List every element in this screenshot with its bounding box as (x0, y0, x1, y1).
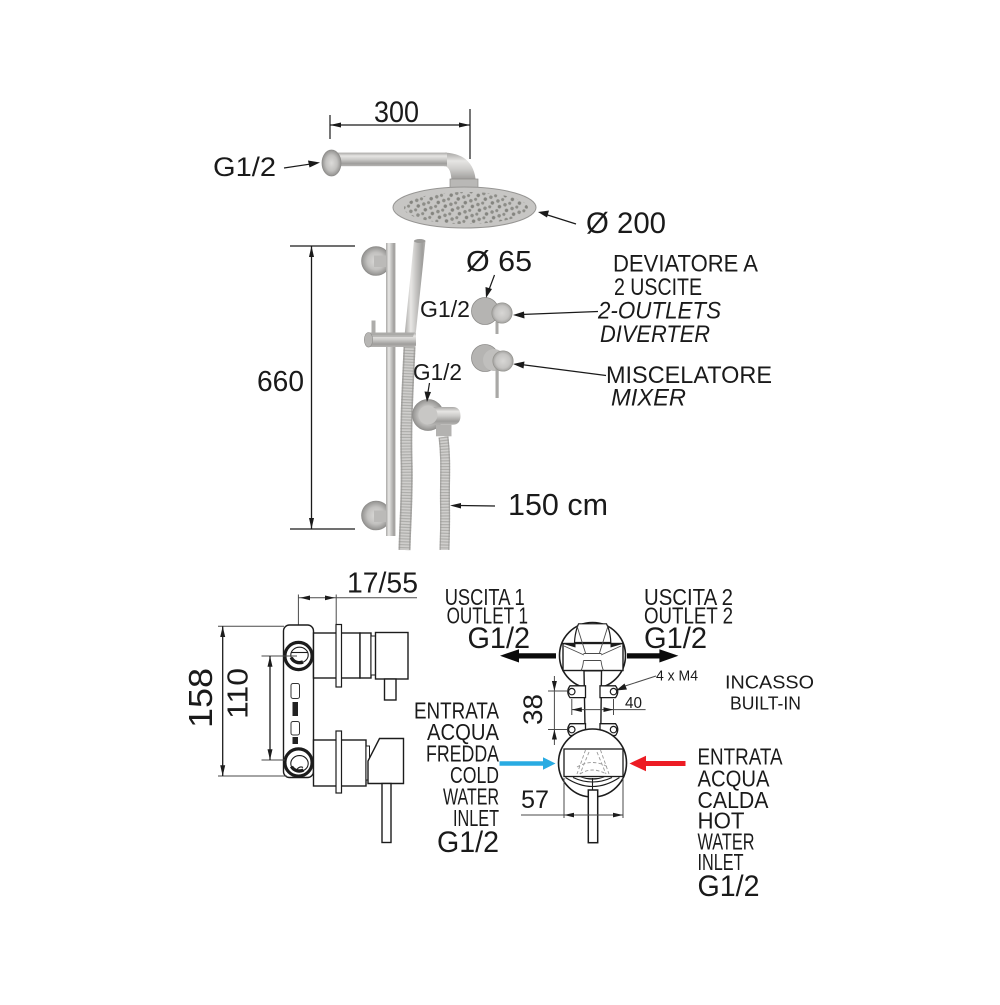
svg-text:38: 38 (518, 694, 548, 725)
svg-text:4 x M4: 4 x M4 (656, 668, 698, 685)
svg-text:57: 57 (521, 786, 549, 814)
svg-text:300: 300 (374, 96, 419, 129)
svg-text:ENTRATA: ENTRATA (698, 744, 784, 770)
svg-text:USCITA 2: USCITA 2 (644, 584, 733, 610)
svg-text:USCITA 1: USCITA 1 (445, 584, 525, 610)
svg-text:Ø 200: Ø 200 (586, 207, 666, 240)
svg-text:CALDA: CALDA (698, 787, 770, 813)
svg-text:DIVERTER: DIVERTER (600, 321, 710, 348)
svg-text:110: 110 (223, 668, 255, 719)
svg-text:OUTLET 1: OUTLET 1 (447, 603, 528, 629)
svg-text:G1/2: G1/2 (698, 870, 760, 903)
svg-text:BUILT-IN: BUILT-IN (730, 693, 801, 714)
svg-text:G1/2: G1/2 (420, 296, 470, 322)
svg-text:ACQUA: ACQUA (698, 766, 771, 792)
svg-text:COLD: COLD (450, 762, 499, 788)
svg-text:158: 158 (182, 668, 219, 728)
svg-text:OUTLET 2: OUTLET 2 (644, 603, 733, 629)
svg-text:MISCELATORE: MISCELATORE (606, 362, 772, 389)
svg-text:G1/2: G1/2 (413, 359, 462, 385)
svg-text:2-OUTLETS: 2-OUTLETS (597, 298, 721, 325)
svg-text:ENTRATA: ENTRATA (414, 698, 500, 724)
svg-text:2 USCITE: 2 USCITE (614, 274, 702, 301)
svg-text:660: 660 (257, 366, 304, 398)
svg-text:G1/2: G1/2 (468, 622, 531, 655)
svg-text:ACQUA: ACQUA (427, 719, 500, 745)
svg-text:MIXER: MIXER (611, 385, 686, 412)
svg-text:G1/2: G1/2 (437, 826, 499, 859)
svg-text:G1/2: G1/2 (644, 622, 707, 655)
svg-text:DEVIATORE A: DEVIATORE A (613, 251, 758, 278)
svg-text:150 cm: 150 cm (508, 487, 608, 522)
svg-text:G1/2: G1/2 (213, 152, 276, 182)
svg-text:INLET: INLET (698, 849, 744, 875)
svg-text:WATER: WATER (443, 784, 499, 810)
svg-text:WATER: WATER (698, 829, 755, 855)
svg-text:INCASSO: INCASSO (725, 672, 814, 693)
svg-text:40: 40 (625, 695, 642, 712)
svg-text:HOT: HOT (698, 808, 745, 834)
svg-text:INLET: INLET (453, 805, 499, 831)
svg-text:FREDDA: FREDDA (426, 741, 500, 767)
svg-text:17/55: 17/55 (347, 568, 418, 600)
svg-text:Ø 65: Ø 65 (466, 246, 532, 278)
